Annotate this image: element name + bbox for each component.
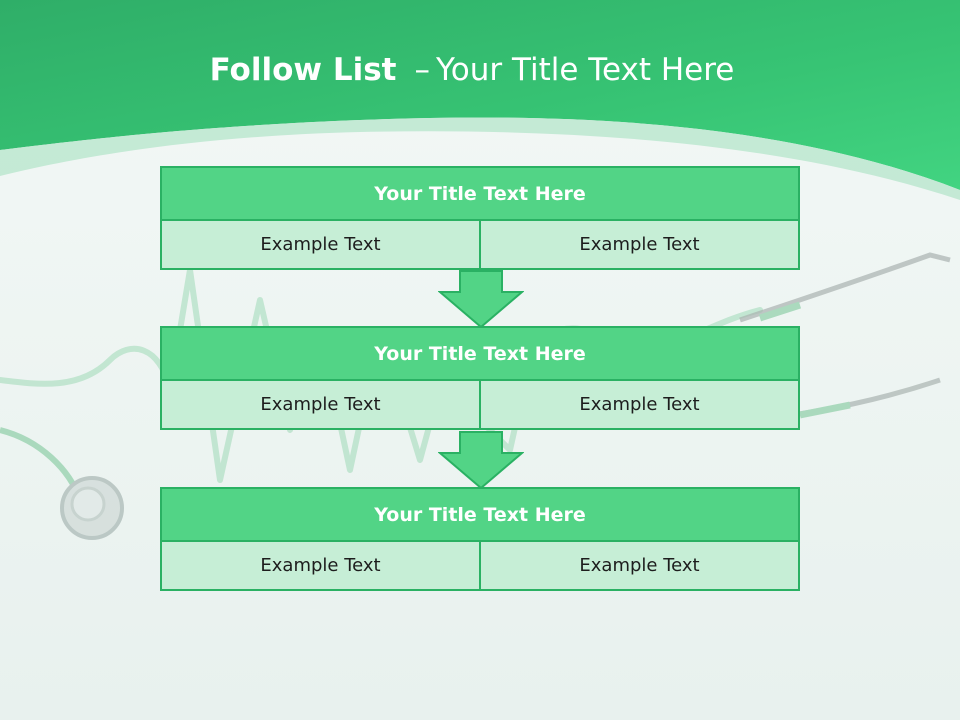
- list-block-1: Your Title Text Here Example Text Exampl…: [160, 166, 800, 270]
- title-dash: –: [414, 52, 430, 88]
- list-block-3: Your Title Text Here Example Text Exampl…: [160, 487, 800, 591]
- down-arrow-icon: [438, 431, 524, 489]
- title-rest: Your Title Text Here: [435, 52, 735, 88]
- block-title: Your Title Text Here: [160, 326, 800, 381]
- block-row: Example Text Example Text: [160, 381, 800, 430]
- block-title: Your Title Text Here: [160, 487, 800, 542]
- block-cell-right: Example Text: [481, 381, 800, 430]
- block-cell-right: Example Text: [481, 542, 800, 591]
- block-cell-right: Example Text: [481, 221, 800, 270]
- title-bold: Follow List: [209, 52, 397, 88]
- block-cell-left: Example Text: [160, 542, 481, 591]
- block-cell-left: Example Text: [160, 381, 481, 430]
- block-title: Your Title Text Here: [160, 166, 800, 221]
- list-block-2: Your Title Text Here Example Text Exampl…: [160, 326, 800, 430]
- slide-title: Follow List–Your Title Text Here: [0, 52, 944, 88]
- block-row: Example Text Example Text: [160, 542, 800, 591]
- block-cell-left: Example Text: [160, 221, 481, 270]
- down-arrow-icon: [438, 270, 524, 328]
- block-row: Example Text Example Text: [160, 221, 800, 270]
